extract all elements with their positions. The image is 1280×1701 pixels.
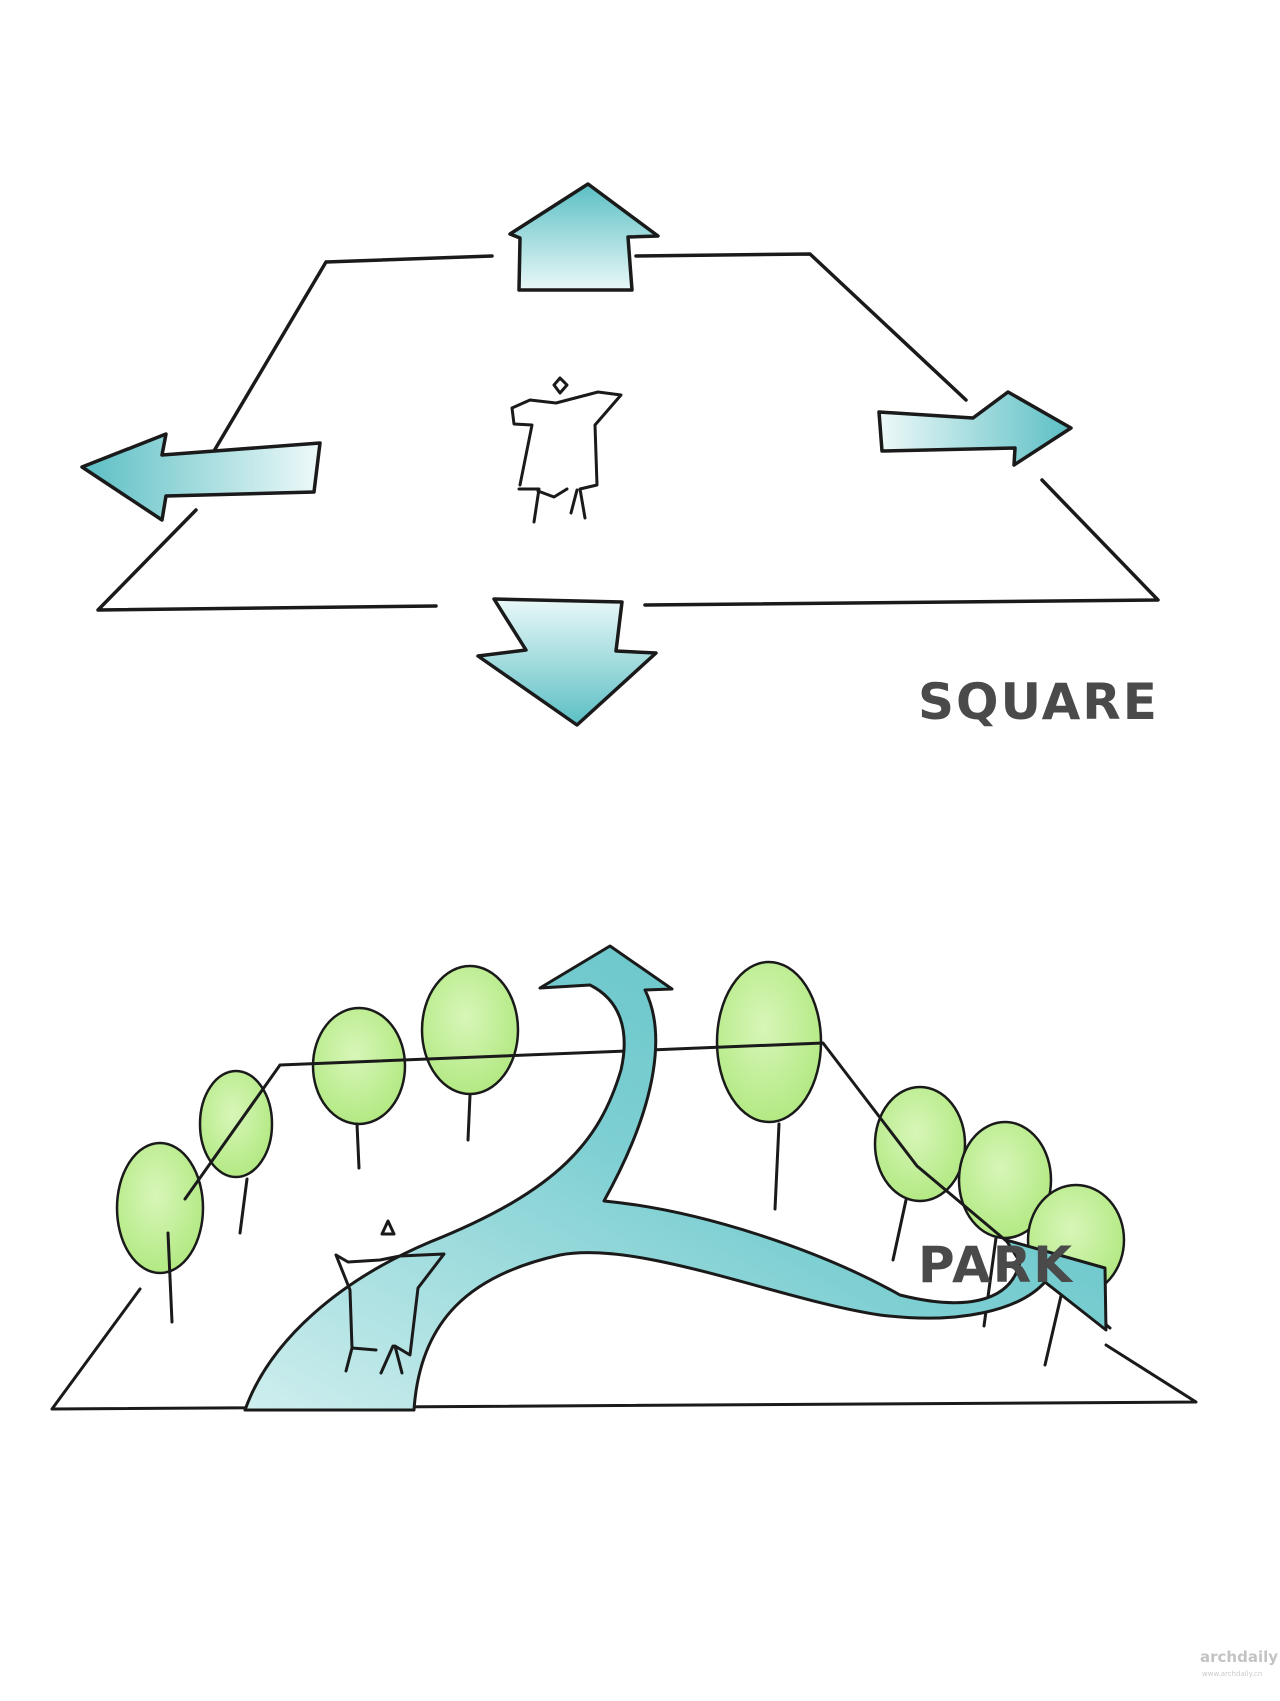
watermark-text: archdaily [1200, 1648, 1278, 1666]
watermark-logo: archdaily www.archdaily.cn [1200, 1640, 1270, 1688]
arrow-right-icon [879, 392, 1071, 465]
arrow-up-icon [510, 184, 658, 290]
square-diagram [82, 184, 1158, 725]
watermark-subtext: www.archdaily.cn [1202, 1670, 1262, 1678]
tree-icon [313, 1008, 405, 1168]
arrow-left-icon [82, 434, 320, 520]
arrow-down-icon [478, 599, 656, 725]
person-icon [512, 378, 621, 522]
tree-icon [717, 962, 821, 1209]
tree-icon [875, 1087, 965, 1260]
tree-icon [200, 1071, 272, 1233]
tree-icon [117, 1143, 203, 1322]
park-label: PARK [918, 1240, 1074, 1290]
park-diagram [52, 946, 1196, 1410]
tree-icon [422, 966, 518, 1140]
square-label: SQUARE [918, 677, 1159, 727]
